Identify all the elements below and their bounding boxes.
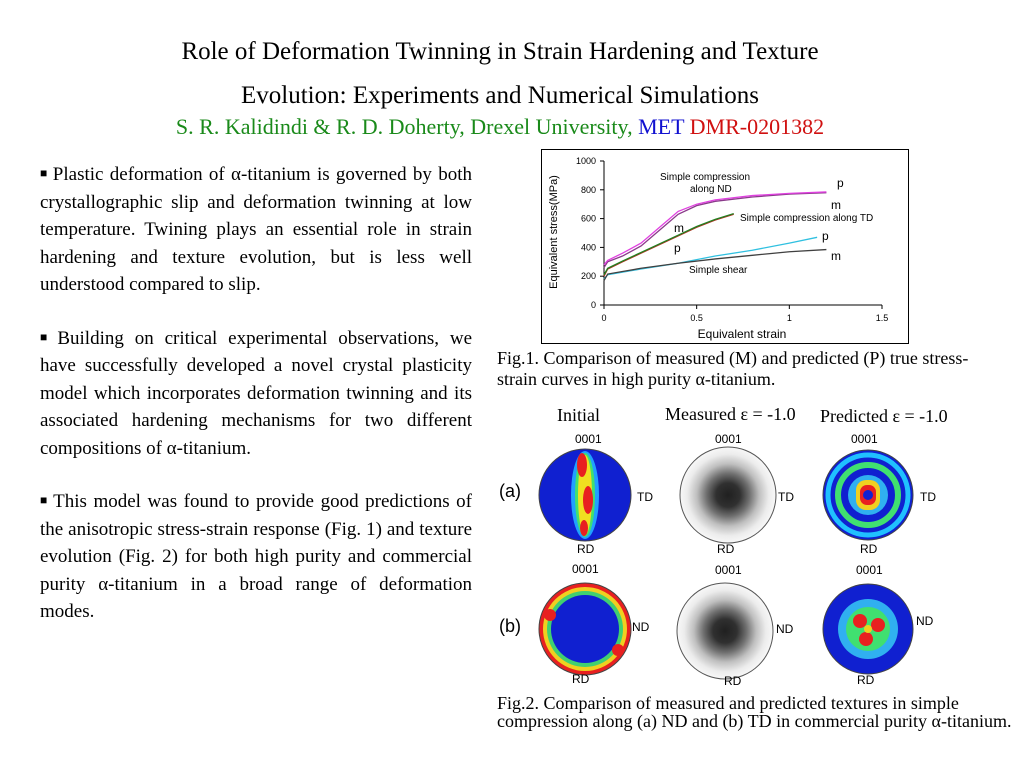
pf-b-initial-nd: ND: [632, 620, 650, 634]
annotation-p-td: p: [674, 241, 681, 255]
x-tick-label: 0.5: [690, 313, 703, 323]
annotation-sc-td: Simple compression along TD: [740, 213, 873, 224]
pf-b-measured-rd: RD: [724, 674, 742, 688]
pf-a-predicted-top: 0001: [851, 432, 878, 446]
department-label: MET: [638, 114, 685, 139]
title-line-2: Evolution: Experiments and Numerical Sim…: [241, 82, 759, 109]
annotation-m-td: m: [674, 221, 684, 235]
annotation-shear: Simple shear: [689, 265, 748, 276]
bullet-text: This model was found to provide good pre…: [40, 491, 473, 622]
stress-strain-chart: 0 200 400 600 800 1000 0 0.5 1 1.5 Simple compres…: [541, 149, 909, 344]
pf-a-predicted-td: TD: [920, 490, 936, 504]
page-title: Role of Deformation Twinning in Strain H…: [0, 30, 1000, 118]
y-tick-label: 400: [581, 242, 596, 252]
pf-a-predicted-rd: RD: [860, 542, 878, 556]
x-tick-label: 1.5: [876, 313, 889, 323]
figure-1-caption: Fig.1. Comparison of measured (M) and pr…: [497, 348, 969, 389]
x-axis-label: Equivalent strain: [698, 327, 787, 341]
y-axis-label: Equivalent stress(MPa): [548, 175, 560, 289]
y-tick-label: 200: [581, 271, 596, 281]
annotation-sc-nd-2: along ND: [690, 184, 732, 195]
column-heading-predicted: Predicted ε = -1.0: [820, 406, 948, 426]
bullet-square-icon: ■: [40, 329, 54, 344]
bullet-square-icon: ■: [40, 493, 50, 507]
x-tick-label: 1: [787, 313, 792, 323]
y-tick-label: 800: [581, 185, 596, 195]
bullet-item: ■This model was found to provide good pr…: [40, 487, 472, 626]
y-tick-label: 1000: [576, 156, 596, 166]
pf-a-measured-rd: RD: [717, 542, 735, 556]
row-label-a: (a): [499, 481, 521, 501]
bullet-text: Plastic deformation of α-titanium is gov…: [40, 164, 472, 295]
pf-b-measured-top: 0001: [715, 563, 742, 577]
bullet-list: ■Plastic deformation of α-titanium is go…: [40, 160, 472, 651]
figure-2-caption: Fig.2. Comparison of measured and predic…: [497, 693, 1012, 731]
pf-a-measured-td: TD: [778, 490, 794, 504]
title-line-1: Role of Deformation Twinning in Strain H…: [181, 38, 819, 65]
series-line-4: [603, 212, 734, 276]
annotation-m-nd: m: [831, 198, 841, 212]
annotation-sc-nd-1: Simple compression: [660, 172, 750, 183]
annotation-p-shear: p: [822, 229, 829, 243]
pole-figure-b-measured: [676, 582, 774, 680]
bullet-square-icon: ■: [40, 166, 49, 180]
bullet-text: Building on critical experimental observ…: [40, 327, 472, 459]
y-tick-label: 0: [591, 300, 596, 310]
pf-a-measured-top: 0001: [715, 432, 742, 446]
authors-line: S. R. Kalidindi & R. D. Doherty, Drexel …: [0, 114, 1000, 140]
pf-b-measured-nd: ND: [776, 622, 794, 636]
grant-number: DMR-0201382: [684, 114, 825, 139]
pole-figure-a-measured: [679, 446, 777, 544]
pole-figure-a-predicted: [822, 449, 914, 541]
column-heading-initial: Initial: [557, 405, 600, 425]
pole-figure-a-initial: [538, 448, 632, 542]
annotation-p-nd: p: [837, 176, 844, 190]
annotation-m-shear: m: [831, 249, 841, 263]
pf-b-predicted-top: 0001: [856, 563, 883, 577]
author-names: S. R. Kalidindi & R. D. Doherty, Drexel …: [175, 114, 639, 139]
pf-a-initial-td: TD: [637, 490, 653, 504]
column-heading-measured: Measured ε = -1.0: [665, 404, 796, 424]
pf-a-initial-rd: RD: [577, 542, 595, 556]
x-tick-label: 0: [601, 313, 606, 323]
bullet-item: ■Plastic deformation of α-titanium is go…: [40, 160, 472, 299]
pole-figures-svg: [538, 446, 914, 680]
chart-svg: 0 200 400 600 800 1000 0 0.5 1 1.5 Simple compres…: [548, 156, 889, 341]
series-line-1: [603, 192, 827, 268]
pf-b-predicted-rd: RD: [857, 673, 875, 687]
series-line-6: [603, 248, 827, 281]
pf-b-initial-rd: RD: [572, 672, 590, 686]
series-line-2: [603, 191, 827, 266]
y-tick-label: 600: [581, 214, 596, 224]
bullet-item: ■Building on critical experimental obser…: [40, 324, 472, 463]
pole-figure-b-predicted: [822, 583, 914, 675]
series-line-5: [603, 236, 818, 280]
pf-b-initial-top: 0001: [572, 562, 599, 576]
row-label-b: (b): [499, 616, 521, 636]
pf-a-initial-top: 0001: [575, 432, 602, 446]
pf-b-predicted-nd: ND: [916, 614, 934, 628]
pole-figure-b-initial: [538, 582, 632, 676]
